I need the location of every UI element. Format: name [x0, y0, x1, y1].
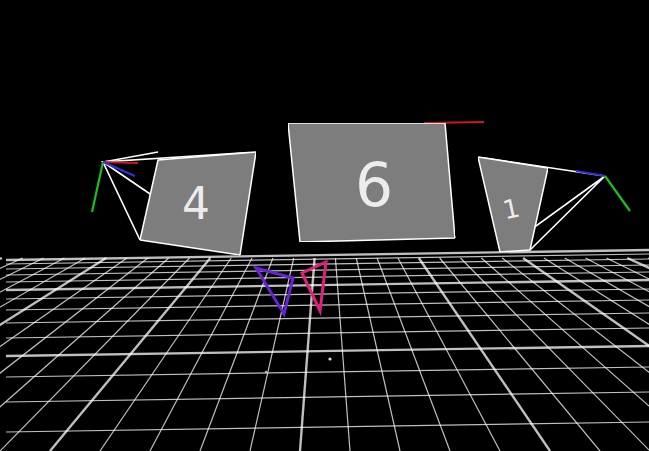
marker-outline	[288, 123, 455, 242]
grid-line	[6, 367, 649, 377]
floor-grid	[0, 250, 649, 451]
camera-frustums	[103, 123, 605, 255]
grid-line	[648, 258, 649, 451]
grid-line	[544, 258, 649, 451]
camera-frustum-purple	[256, 268, 293, 314]
grid-line	[627, 258, 649, 451]
marker-number: 4	[182, 182, 210, 226]
grid-line	[606, 258, 649, 451]
y-axis	[605, 176, 630, 211]
point	[265, 371, 267, 373]
z-axis	[576, 171, 605, 176]
grid-line	[0, 258, 106, 451]
marker-outline	[140, 152, 256, 255]
marker-number: 6	[355, 155, 393, 215]
grid-line	[356, 258, 400, 451]
grid-line	[0, 258, 169, 451]
grid-line	[0, 258, 64, 451]
marker-board: 6	[288, 123, 455, 242]
marker-board: 4	[140, 152, 256, 255]
grid-line	[6, 328, 649, 338]
grid-line	[0, 258, 127, 451]
point	[328, 357, 331, 360]
grid-line	[440, 258, 600, 451]
frustum-line	[103, 152, 256, 255]
grid-line	[0, 258, 23, 451]
grid-line	[0, 258, 2, 451]
grid-line	[0, 258, 44, 451]
grid-line	[6, 422, 649, 432]
marker-board: 1	[478, 157, 548, 252]
grid-line	[6, 300, 649, 310]
grid-line	[502, 258, 649, 451]
grid-line	[200, 258, 273, 451]
grid-line	[0, 258, 190, 451]
y-axis	[92, 162, 103, 212]
z-axis	[103, 162, 135, 176]
grid-line	[419, 258, 550, 451]
grid-line	[0, 258, 85, 451]
marker-outline	[478, 157, 548, 252]
camera-frustum-pink	[302, 262, 326, 311]
grid-line	[586, 258, 649, 451]
camera-glyphs	[256, 262, 326, 314]
grid-line	[250, 258, 294, 451]
grid-line	[523, 258, 649, 451]
grid-line	[565, 258, 649, 451]
grid-line	[6, 280, 649, 290]
x-axis	[103, 162, 138, 163]
grid-line	[335, 258, 350, 451]
grid-line	[460, 258, 649, 451]
grid-line	[50, 258, 210, 451]
